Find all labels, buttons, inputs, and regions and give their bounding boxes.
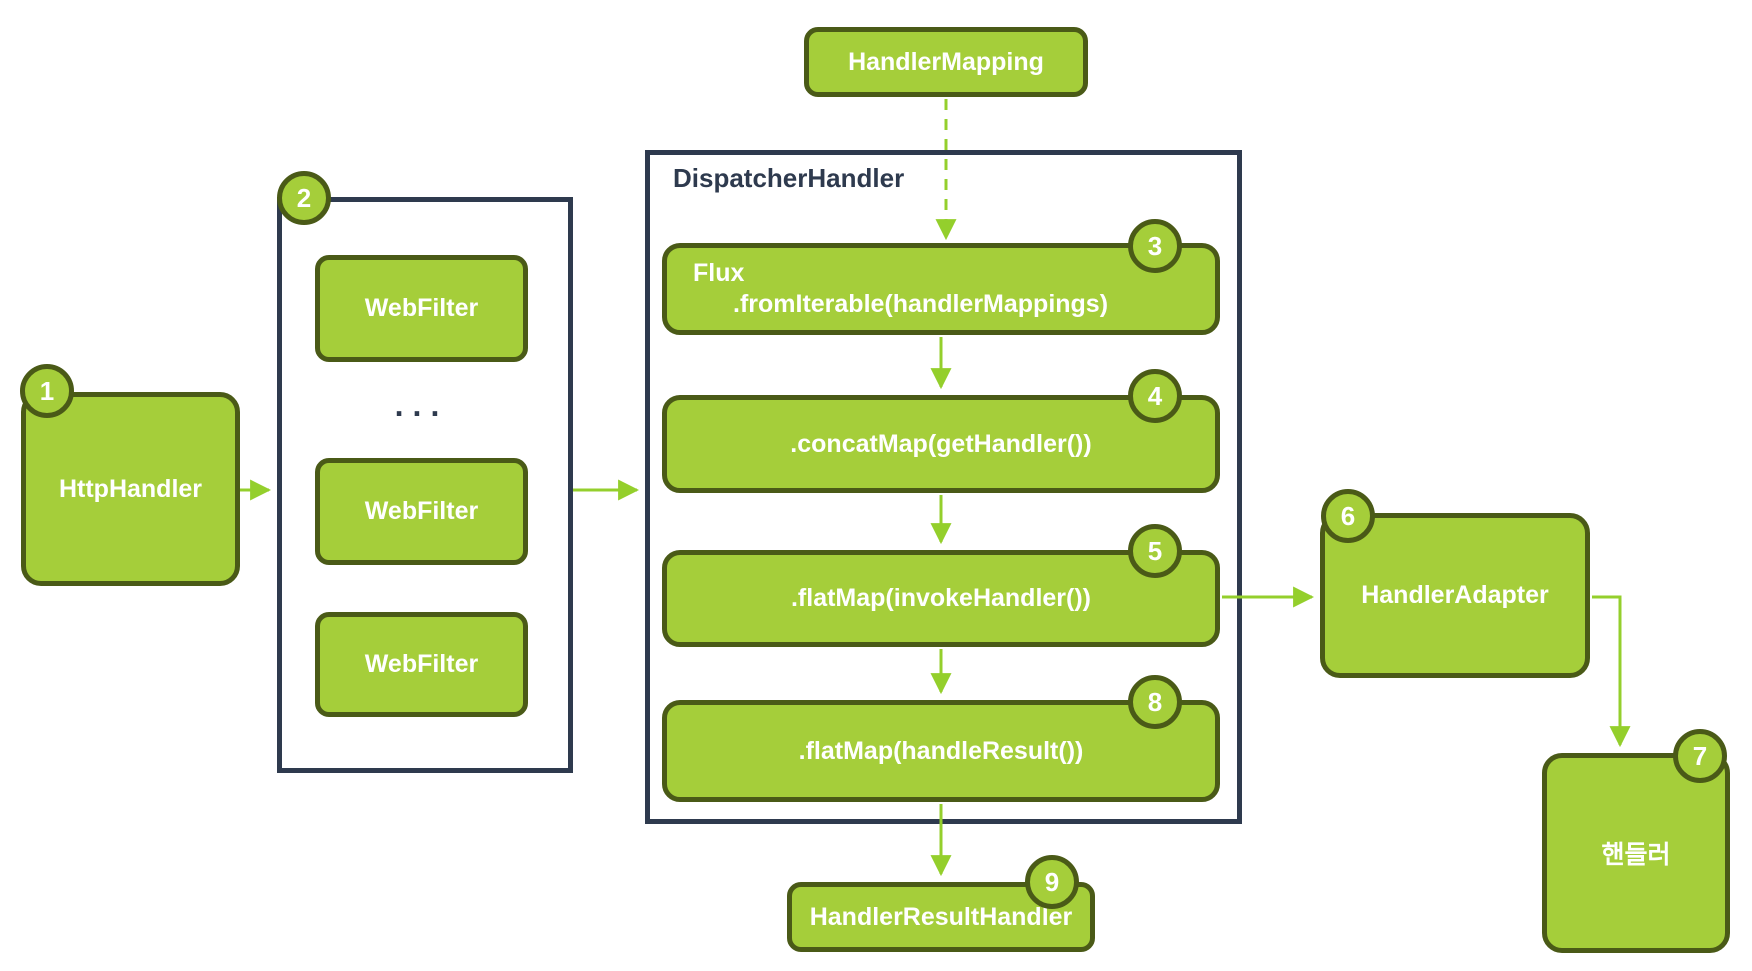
badge-2: 2 xyxy=(277,171,331,225)
badge-3: 3 xyxy=(1128,219,1182,273)
arrow-handleradapter-to-handler xyxy=(1592,595,1631,748)
web-filter-frame xyxy=(277,197,573,773)
dispatcher-handler-title: DispatcherHandler xyxy=(673,163,905,193)
handler-mapping-node: HandlerMapping xyxy=(804,27,1088,97)
web-filter-node-3: WebFilter xyxy=(315,612,528,717)
concat-map-node: .concatMap(getHandler()) xyxy=(662,395,1220,493)
badge-8: 8 xyxy=(1128,675,1182,729)
flux-node: Flux .fromIterable(handlerMappings) xyxy=(662,243,1220,335)
handler-adapter-node: HandlerAdapter xyxy=(1320,513,1590,678)
http-handler-label: HttpHandler xyxy=(58,474,203,503)
handler-result-handler-node: HandlerResultHandler xyxy=(787,882,1095,952)
flat-map-result-node: .flatMap(handleResult()) xyxy=(662,700,1220,802)
web-filter-node-2: WebFilter xyxy=(315,458,528,565)
dispatcher-handler-frame xyxy=(645,150,1242,824)
badge-1: 1 xyxy=(20,364,74,418)
badge-5: 5 xyxy=(1128,524,1182,578)
handler-kr-node: 핸들러 xyxy=(1542,753,1730,953)
web-filter-node-1: WebFilter xyxy=(315,255,528,362)
http-handler-node: HttpHandler xyxy=(21,392,240,586)
badge-4: 4 xyxy=(1128,369,1182,423)
badge-7: 7 xyxy=(1673,729,1727,783)
web-filter-ellipsis: ... xyxy=(394,386,449,423)
badge-9: 9 xyxy=(1025,855,1079,909)
badge-6: 6 xyxy=(1321,489,1375,543)
flat-map-invoke-node: .flatMap(invokeHandler()) xyxy=(662,550,1220,647)
handler-mapping-label: HandlerMapping xyxy=(848,47,1044,76)
flux-line1: Flux xyxy=(693,259,745,287)
flux-line2: .fromIterable(handlerMappings) xyxy=(733,290,1109,318)
